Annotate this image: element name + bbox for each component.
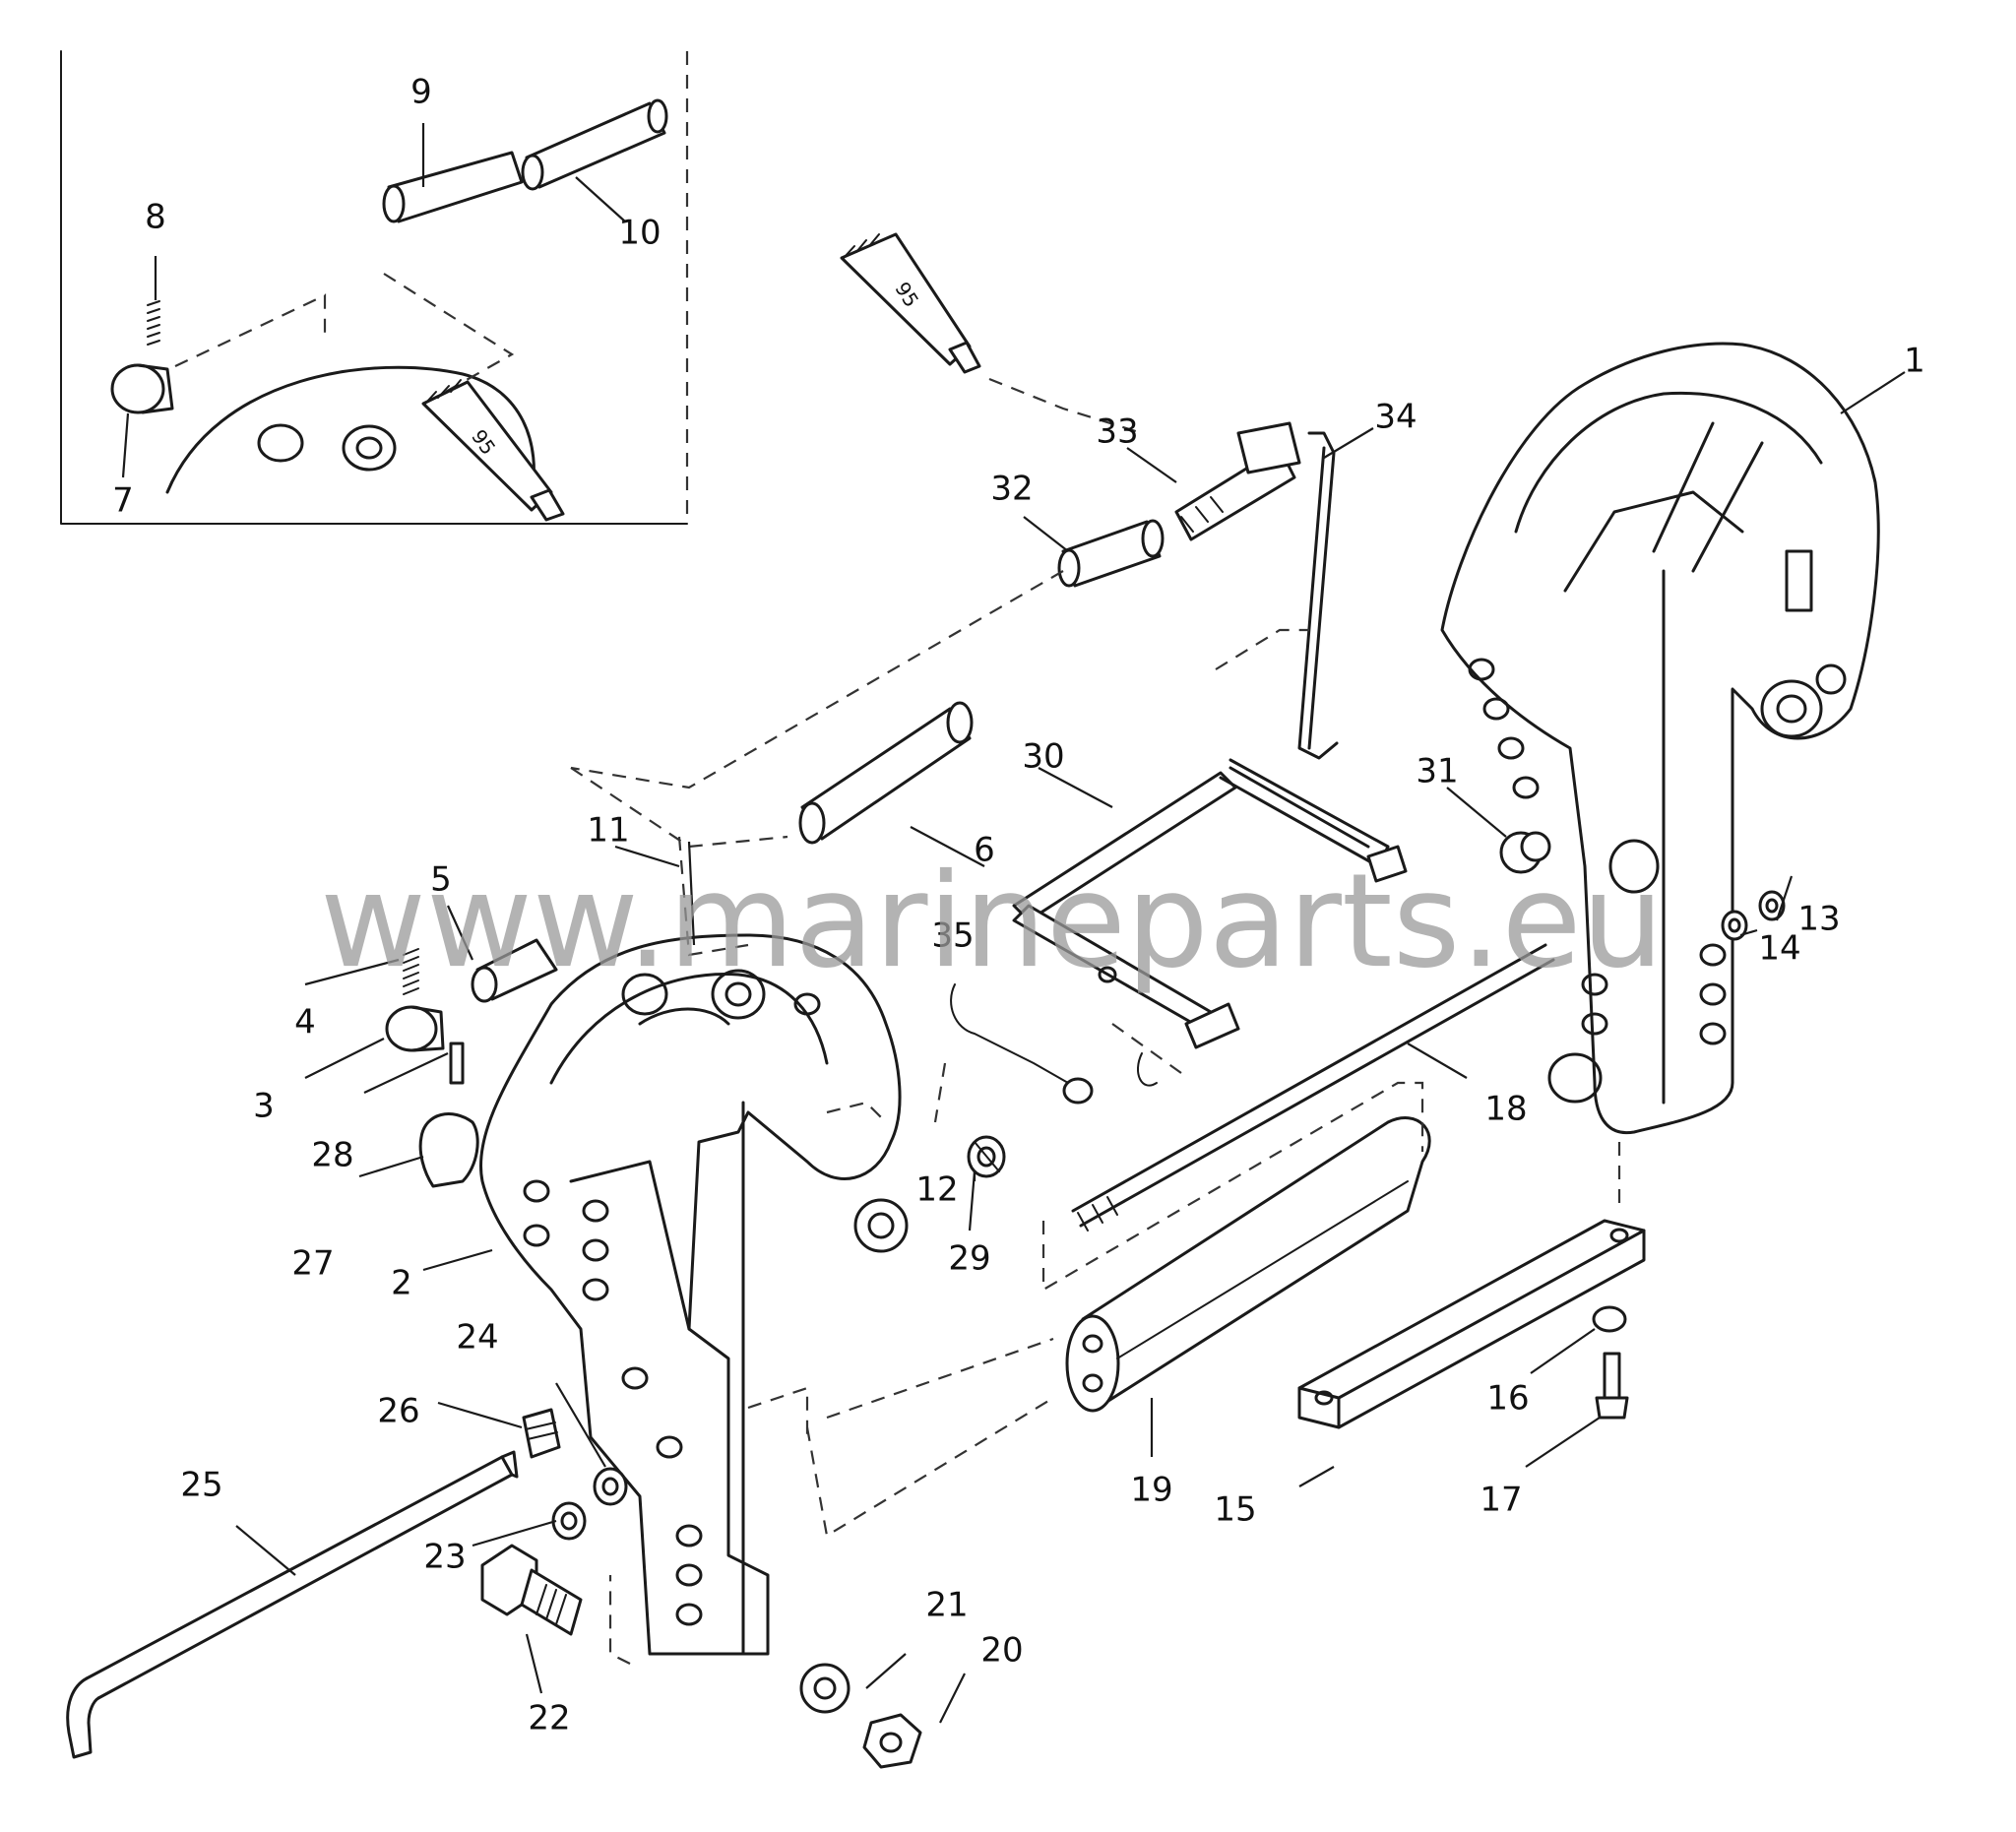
part-labels: 1 2 3 4 5 6 7 8 9 10 11 12 13 14 15 16 1…: [112, 73, 1925, 1738]
pin-9: [382, 151, 524, 223]
label-21: 21: [925, 1586, 968, 1625]
label-6: 6: [974, 831, 995, 870]
pin-28: [449, 1042, 465, 1085]
label-5: 5: [430, 860, 452, 900]
nut-12-29: [967, 1135, 1006, 1178]
washer-24: [593, 1467, 628, 1506]
label-11: 11: [587, 811, 629, 851]
label-4: 4: [294, 1003, 316, 1042]
washer-14: [1721, 910, 1748, 941]
knob-27: [418, 1112, 479, 1188]
tilt-lever-30: [1012, 758, 1408, 1049]
assembly-lines: [570, 377, 1621, 1665]
pin-33: [1174, 421, 1301, 541]
label-29: 29: [948, 1239, 990, 1279]
label-20: 20: [980, 1631, 1023, 1671]
grease-tube-upper: 95: [840, 232, 981, 374]
label-16: 16: [1486, 1379, 1529, 1419]
label-23: 23: [423, 1538, 466, 1577]
label-3: 3: [253, 1087, 275, 1126]
label-28: 28: [311, 1136, 353, 1175]
spring-4: [403, 948, 419, 995]
bar-15: [1297, 1219, 1646, 1429]
label-15: 15: [1214, 1490, 1256, 1530]
nut-13: [1758, 890, 1786, 921]
label-35: 35: [931, 916, 974, 956]
spring-35: [950, 983, 1158, 1105]
label-22: 22: [528, 1699, 570, 1738]
label-25: 25: [180, 1466, 222, 1505]
nut-31: [1499, 831, 1551, 874]
bushing-5: [471, 938, 558, 1003]
label-8: 8: [145, 198, 166, 237]
label-34: 34: [1374, 398, 1417, 437]
clamp-bracket-1: [1440, 342, 1880, 1135]
pivot-pin-6: [798, 701, 974, 845]
rod-25: [66, 1450, 519, 1759]
tube-18: [1071, 943, 1555, 1232]
watermark: www.marineparts.eu: [320, 846, 1664, 997]
label-30: 30: [1022, 737, 1064, 777]
detail-inset: [60, 50, 689, 525]
label-26: 26: [377, 1392, 419, 1431]
leader-lines: [121, 123, 1906, 1724]
label-1: 1: [1904, 342, 1925, 381]
grease-tube-lower: 95: [421, 379, 565, 522]
washer-23: [551, 1501, 587, 1541]
label-32: 32: [990, 470, 1033, 509]
nut-20: [862, 1713, 922, 1769]
sleeve-10: [521, 98, 668, 191]
spring-8: [147, 300, 160, 346]
bushing-26: [522, 1408, 561, 1459]
washer-21: [799, 1663, 850, 1714]
label-7: 7: [112, 481, 134, 521]
label-31: 31: [1416, 752, 1458, 791]
tube-19: [1065, 1116, 1431, 1413]
bolt-17: [1595, 1352, 1629, 1420]
label-10: 10: [618, 214, 661, 253]
label-19: 19: [1130, 1471, 1172, 1510]
label-12: 12: [915, 1170, 958, 1210]
label-27: 27: [291, 1244, 334, 1284]
label-24: 24: [456, 1318, 498, 1358]
label-14: 14: [1758, 929, 1800, 969]
label-13: 13: [1797, 900, 1840, 939]
bushing-32: [1057, 519, 1165, 588]
cap-7: [110, 363, 174, 414]
label-9: 9: [410, 73, 432, 112]
label-2: 2: [391, 1264, 412, 1303]
cap-3: [385, 1005, 445, 1052]
clamp-bracket-2: [479, 933, 909, 1656]
tilt-rod-34: [1297, 431, 1339, 760]
bolt-22: [480, 1544, 583, 1636]
label-17: 17: [1480, 1481, 1522, 1520]
washer-16: [1592, 1305, 1627, 1333]
label-33: 33: [1096, 412, 1138, 452]
label-18: 18: [1484, 1090, 1527, 1129]
